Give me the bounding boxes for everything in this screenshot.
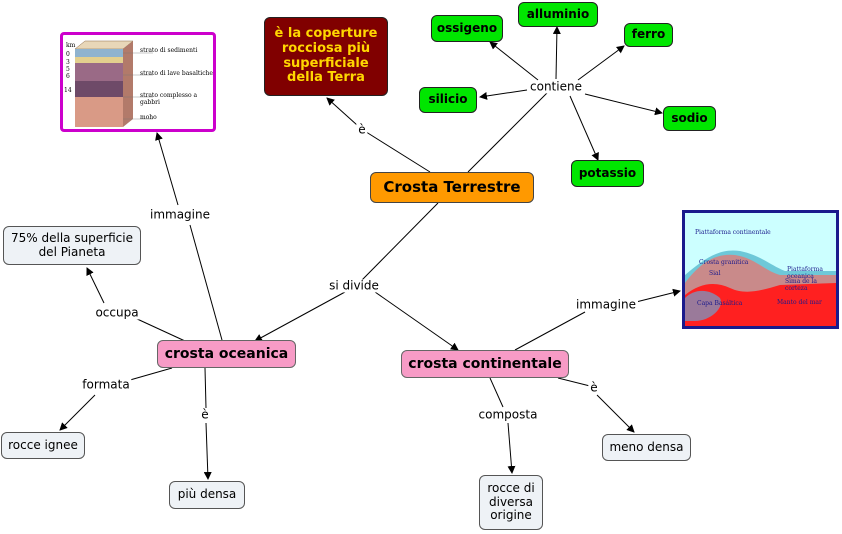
link-label-formata: formata <box>80 377 132 392</box>
ossigeno-node[interactable]: ossigeno <box>431 15 503 42</box>
link-label-contiene: contiene <box>528 79 584 94</box>
continental-label: Manto del mar <box>777 299 822 306</box>
edge-e3-a <box>557 377 591 387</box>
edge-immagine1-b <box>155 132 179 206</box>
layer-label: strato complesso a gabbri <box>140 92 198 106</box>
edge-e3-b <box>596 394 635 433</box>
edge-e1-a <box>362 129 431 173</box>
continental-crust-illustration <box>685 213 836 326</box>
edge-e1-b <box>326 97 358 126</box>
depth-tick: 3 <box>66 59 70 66</box>
depth-tick: 14 <box>64 87 72 94</box>
piu-densa-node[interactable]: più densa <box>169 481 245 509</box>
edge-oceanica <box>254 291 346 342</box>
layer-label: strato di sedimenti <box>140 47 198 54</box>
link-label-e2: è <box>199 407 211 422</box>
oceanic-crust-image[interactable]: km 0 3 5 6 14 strato di sedimenti strato… <box>60 32 216 132</box>
link-label-immagine-continentale: immagine <box>573 297 639 312</box>
rocce-ignee-node[interactable]: rocce ignee <box>1 432 85 459</box>
superficie-node[interactable]: 75% della superficie del Pianeta <box>3 226 141 265</box>
potassio-node[interactable]: potassio <box>571 160 644 187</box>
continental-label: Crosta granitica <box>699 259 749 266</box>
edge-si-divide <box>361 202 439 281</box>
crosta-oceanica-node[interactable]: crosta oceanica <box>157 340 296 368</box>
edge-alluminio <box>552 26 561 80</box>
edge-silicio <box>479 89 528 100</box>
link-label-composta: composta <box>476 407 540 422</box>
edge-e2-a <box>204 367 207 409</box>
depth-tick: 5 <box>66 66 70 73</box>
layer-label: moho <box>140 114 157 121</box>
oceanic-crust-illustration <box>74 40 153 127</box>
sodio-node[interactable]: sodio <box>663 106 716 131</box>
edge-ossigeno <box>489 41 539 81</box>
continental-label: Capa Basáltica <box>697 300 743 307</box>
silicio-node[interactable]: silicio <box>419 87 477 113</box>
continental-label: Piattaforma oceanica <box>787 266 823 280</box>
definition-node[interactable]: è la coperture rocciosa più superficiale… <box>264 17 388 96</box>
edge-continentale <box>374 291 459 351</box>
edge-immagine1-a <box>189 224 223 341</box>
edge-e2-b <box>203 422 212 480</box>
link-label-e1: è <box>356 122 368 137</box>
edge-sodio <box>584 93 663 116</box>
edge-immagine2-a <box>514 311 586 351</box>
meno-densa-node[interactable]: meno densa <box>602 434 691 461</box>
crosta-continentale-node[interactable]: crosta continentale <box>401 350 569 378</box>
link-label-si-divide: si divide <box>327 278 381 293</box>
depth-tick: 6 <box>66 73 70 80</box>
rocce-origine-node[interactable]: rocce di diversa origine <box>479 475 543 530</box>
continental-crust-image[interactable]: Piattaforma continentale Crosta granitic… <box>682 210 839 329</box>
ferro-node[interactable]: ferro <box>624 23 673 47</box>
edge-occupa-b <box>86 267 105 304</box>
link-label-immagine-oceanica: immagine <box>147 207 213 222</box>
depth-unit: km <box>66 42 76 49</box>
layer-label: strato di lave basaltiche <box>140 70 213 77</box>
edge-occupa-a <box>134 317 186 342</box>
link-label-e3: è <box>588 380 600 395</box>
crosta-terrestre-node[interactable]: Crosta Terrestre <box>370 172 534 203</box>
edge-potassio <box>569 95 599 161</box>
continental-label: Sial <box>709 270 721 277</box>
edge-immagine2-b <box>635 288 681 303</box>
continental-label: Sima de la corteza <box>785 278 817 292</box>
edge-composta-a <box>489 377 504 408</box>
edge-formata-a <box>129 367 173 381</box>
edge-contiene <box>467 89 551 173</box>
link-label-occupa: occupa <box>93 305 141 320</box>
alluminio-node[interactable]: alluminio <box>518 2 598 27</box>
edge-composta-b <box>507 422 516 474</box>
depth-tick: 0 <box>66 51 70 58</box>
edge-ferro <box>577 45 625 81</box>
edge-formata-b <box>59 394 96 431</box>
continental-label: Piattaforma continentale <box>695 229 771 236</box>
